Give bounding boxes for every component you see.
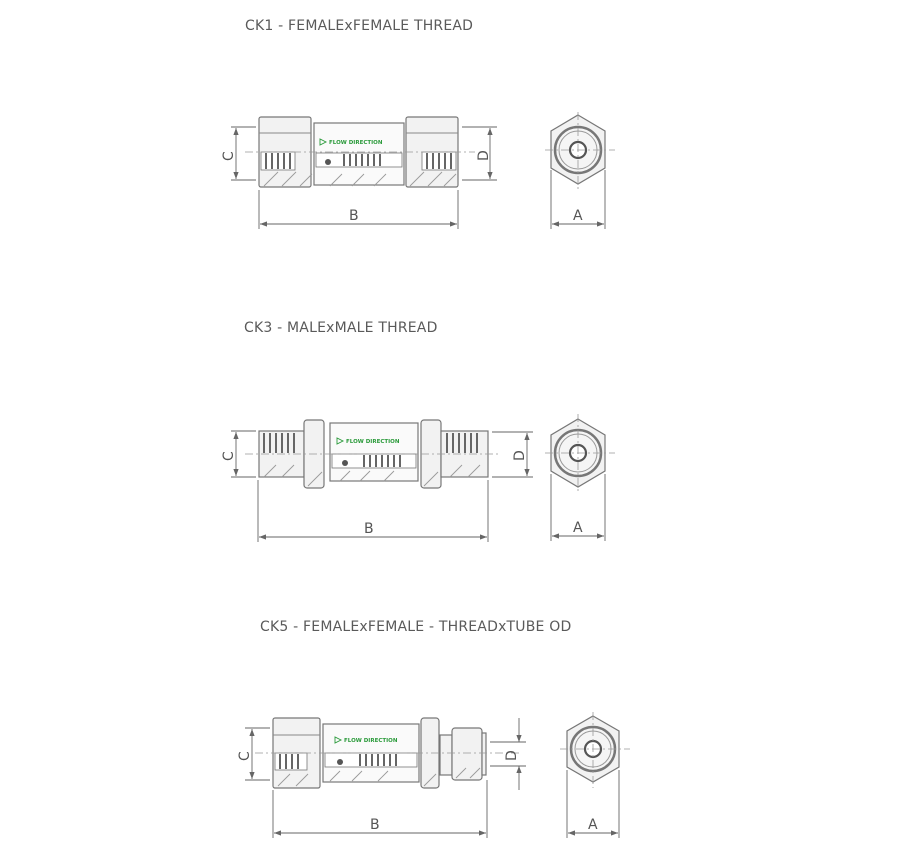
- svg-text:D: D: [476, 150, 492, 161]
- ck5-flow-label: FLOW DIRECTION: [344, 738, 398, 744]
- ck1-flow-label: FLOW DIRECTION: [329, 140, 383, 146]
- svg-text:A: A: [588, 817, 598, 833]
- svg-text:B: B: [349, 208, 359, 224]
- ck3-title: CK3 - MALExMALE THREAD: [244, 320, 438, 336]
- ck5-side-view: FLOW DIRECTION: [255, 717, 520, 789]
- svg-text:B: B: [370, 817, 380, 833]
- svg-text:C: C: [221, 151, 237, 161]
- svg-text:C: C: [237, 751, 253, 761]
- svg-text:A: A: [573, 208, 583, 224]
- ck3-dimensions: C D B: [221, 430, 533, 542]
- ck3-flow-label: FLOW DIRECTION: [346, 439, 400, 445]
- ck3-end-view: A: [545, 414, 615, 541]
- ck1-end-view: A: [545, 112, 615, 229]
- svg-text:B: B: [364, 521, 374, 537]
- ck5-dimensions: C D B: [237, 718, 526, 838]
- ck1-side-view: FLOW DIRECTION: [245, 116, 475, 188]
- svg-text:D: D: [512, 450, 528, 461]
- ck5-title: CK5 - FEMALExFEMALE - THREADxTUBE OD: [260, 619, 572, 635]
- svg-text:D: D: [504, 750, 520, 761]
- svg-text:C: C: [221, 451, 237, 461]
- ck1-title: CK1 - FEMALExFEMALE THREAD: [245, 18, 474, 34]
- ck5-end-view: A: [560, 712, 630, 838]
- ck3-side-view: FLOW DIRECTION: [245, 419, 500, 489]
- ck1-dimensions: C D B: [221, 126, 497, 229]
- svg-text:A: A: [573, 520, 583, 536]
